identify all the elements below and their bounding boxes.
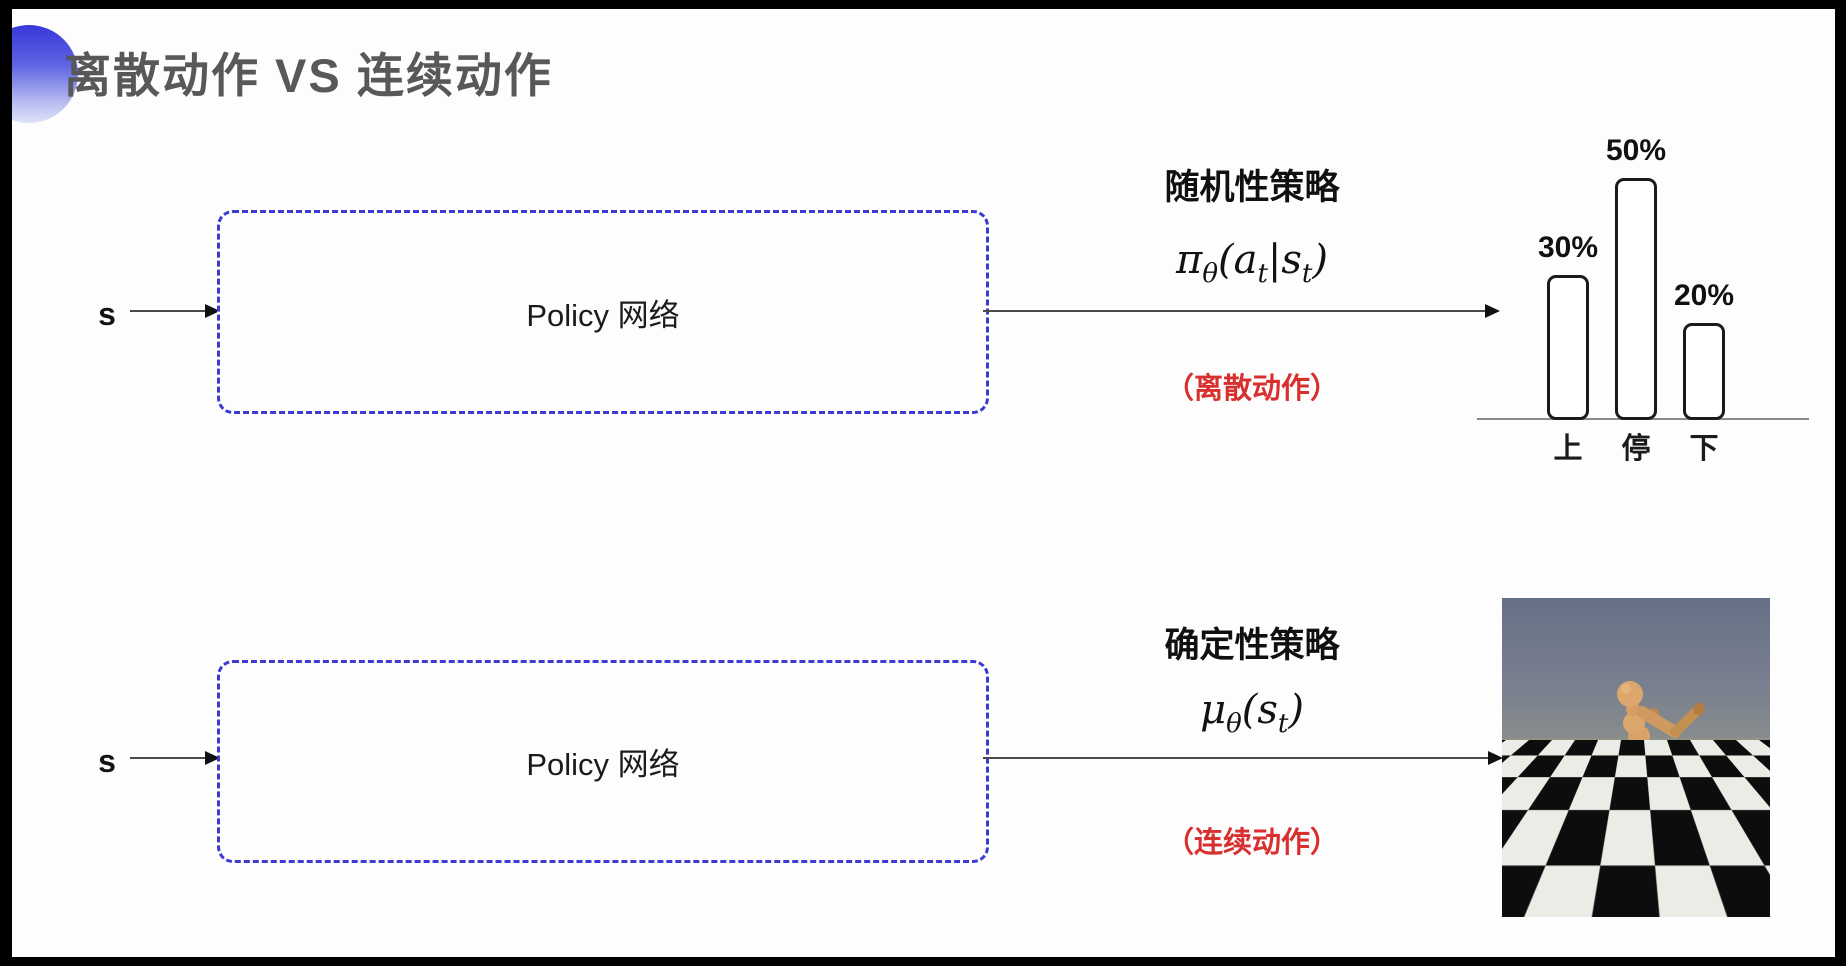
- state-input-label-bottom: s: [98, 743, 116, 779]
- action-probability-bar-chart: 30% 上 50% 停 20% 下: [1477, 129, 1809, 475]
- input-arrow-bottom: [130, 751, 220, 765]
- input-arrow-top: [130, 304, 220, 318]
- page-title: 离散动作 VS 连续动作: [64, 49, 553, 102]
- bar-value-label: 20%: [1673, 279, 1735, 312]
- stochastic-policy-formula: πθ(at|st): [1176, 237, 1328, 289]
- output-arrow-top: [983, 304, 1500, 318]
- output-arrow-bottom: [983, 751, 1503, 765]
- discrete-action-note: （离散动作）: [1164, 373, 1339, 405]
- policy-network-box-bottom: Policy 网络: [217, 660, 989, 863]
- deterministic-policy-formula: μθ(st): [1200, 687, 1304, 739]
- bar: [1615, 178, 1657, 420]
- stochastic-policy-title: 随机性策略: [1164, 168, 1340, 207]
- bar-category-label: 下: [1689, 433, 1719, 465]
- deterministic-policy-title: 确定性策略: [1164, 626, 1340, 665]
- continuous-action-note: （连续动作）: [1164, 827, 1339, 859]
- bar: [1683, 323, 1725, 420]
- policy-network-label-top: Policy 网络: [526, 297, 680, 333]
- slide: 离散动作 VS 连续动作 s Policy 网络 随机性策略 πθ(at|st)…: [12, 9, 1835, 957]
- bar: [1547, 275, 1589, 420]
- policy-network-label-bottom: Policy 网络: [526, 747, 680, 782]
- bar-value-label: 50%: [1605, 134, 1667, 167]
- state-input-label-top: s: [98, 296, 116, 332]
- humanoid-simulation-image: [1502, 598, 1770, 917]
- bar-value-label: 30%: [1537, 231, 1599, 264]
- deterministic-policy-annotations: 确定性策略 μθ(st) （连续动作）: [1102, 489, 1402, 909]
- humanoid-robot-figure: [1576, 681, 1705, 916]
- stochastic-policy-annotations: 随机性策略 πθ(at|st) （离散动作）: [1102, 9, 1402, 429]
- bar-category-label: 上: [1553, 433, 1583, 465]
- bar-category-label: 停: [1621, 433, 1651, 465]
- policy-network-box-top: Policy 网络: [217, 210, 989, 414]
